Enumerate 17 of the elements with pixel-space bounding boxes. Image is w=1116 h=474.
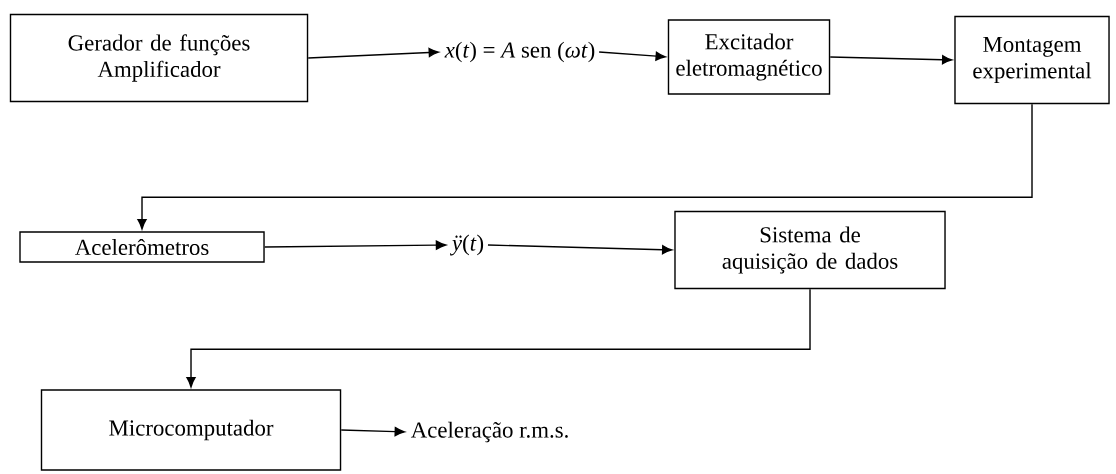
arrow [186,288,811,388]
arrow [137,103,1033,230]
signal-formula: ÿ(t) [450,234,484,256]
arrow [598,51,666,61]
arrow [340,426,405,437]
arrow [264,240,447,250]
arrow [307,47,440,59]
output-text: Aceleração r.m.s. [410,421,568,443]
process-box: Gerador de funções Amplificador [9,13,309,103]
process-box: Montagem experimental [954,15,1110,105]
process-box: Sistema de aquisição de dados [674,210,946,290]
arrow [829,55,953,65]
process-box: Microcomputador [40,389,342,471]
signal-formula: x(t) = A sen (ωt) [444,41,595,63]
process-box: Excitador eletromagnético [667,19,831,95]
arrow [487,244,673,255]
process-box: Acelerômetros [19,231,265,263]
